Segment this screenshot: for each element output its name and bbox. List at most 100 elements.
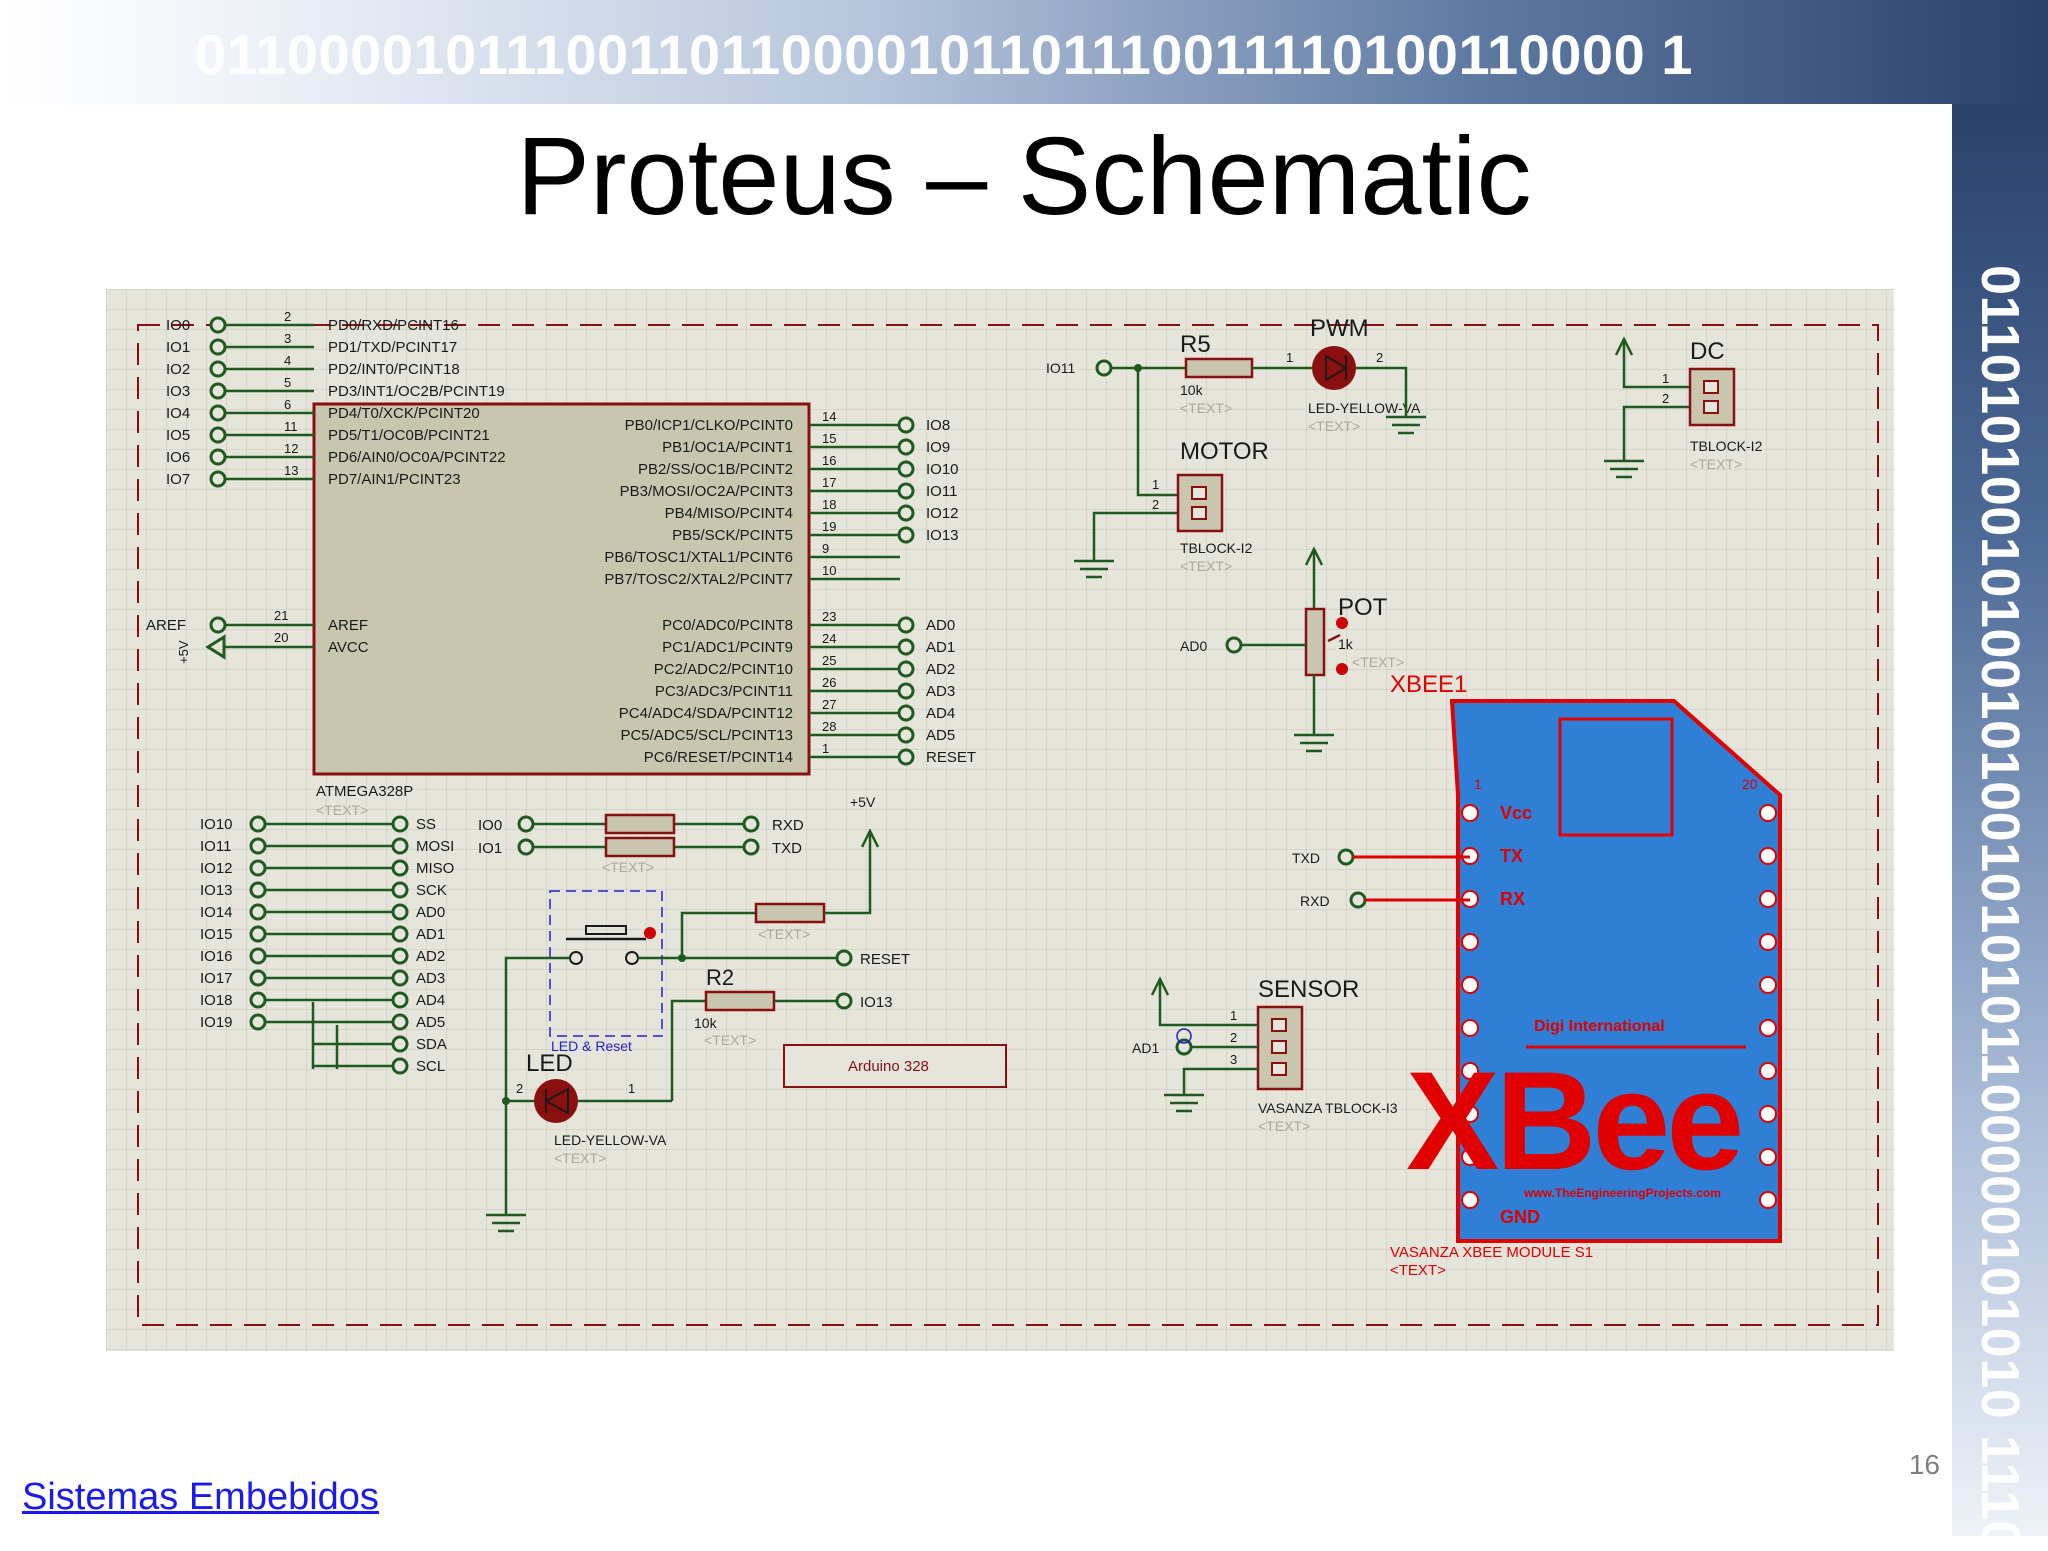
xbee-part-label: VASANZA XBEE MODULE S1 bbox=[1390, 1244, 1593, 1261]
mcu-right-pin-terminal bbox=[897, 682, 915, 700]
header-right-terminal bbox=[391, 969, 409, 987]
mcu-right-pin-number: 16 bbox=[822, 453, 836, 468]
serial-out1-label: TXD bbox=[772, 840, 802, 857]
xbee-right-pin bbox=[1759, 1191, 1777, 1209]
header-left-label: IO10 bbox=[200, 816, 233, 833]
serial-out0-terminal bbox=[742, 815, 760, 833]
serial-resistor-1 bbox=[604, 836, 676, 858]
mcu-right-pin-number: 25 bbox=[822, 653, 836, 668]
pot-ground-symbol bbox=[1294, 733, 1334, 753]
pot-vcc-arrow bbox=[1304, 546, 1324, 566]
dc-block: DC 1 2 TBLOCK-I2 <TEXT> bbox=[1604, 336, 1763, 479]
mcu-left-pin-number: 6 bbox=[284, 397, 291, 412]
serial-in1-terminal bbox=[517, 838, 535, 856]
header-right-terminal bbox=[391, 925, 409, 943]
footer-course-link[interactable]: Sistemas Embebidos bbox=[22, 1476, 379, 1518]
mcu-left-pin-name: PD3/INT1/OC2B/PCINT19 bbox=[328, 383, 505, 400]
header-right-label: AD0 bbox=[416, 904, 445, 921]
r2-text-label: <TEXT> bbox=[704, 1032, 756, 1048]
motor-terminal-block bbox=[1176, 473, 1224, 533]
header-left-label: IO16 bbox=[200, 948, 233, 965]
mcu-right-pin-name: PB1/OC1A/PCINT1 bbox=[662, 439, 793, 456]
r5-value-label: 10k bbox=[1180, 382, 1204, 398]
motor-pin1-label: 1 bbox=[1152, 477, 1159, 492]
led-to-r2-wire bbox=[670, 999, 706, 1101]
slide-title: Proteus – Schematic bbox=[516, 115, 1532, 238]
mcu-right-pin-name: PC1/ADC1/PCINT9 bbox=[662, 639, 793, 656]
header-left-label: IO15 bbox=[200, 926, 233, 943]
pwm-led-ref-label: PWM bbox=[1310, 315, 1369, 342]
header-left-label: IO12 bbox=[200, 860, 233, 877]
sensor-cursor-mark bbox=[1176, 1028, 1192, 1044]
dc-part-label: TBLOCK-I2 bbox=[1690, 438, 1763, 454]
avcc-net-label: +5V bbox=[176, 640, 191, 664]
mcu-right-pin-number: 9 bbox=[822, 541, 829, 556]
mcu-left-pin-name: PD0/RXD/PCINT16 bbox=[328, 317, 459, 334]
mcu-right-pin-name: PB2/SS/OC1B/PCINT2 bbox=[638, 461, 793, 478]
r2-resistor bbox=[704, 990, 776, 1012]
xbee-left-pin bbox=[1461, 933, 1479, 951]
xbee-module: XBEE1 1 20 Vcc TX RX GND Digi Internatio… bbox=[1292, 671, 1782, 1279]
aref-pin-name: AREF bbox=[328, 617, 368, 634]
pot-body bbox=[1304, 607, 1326, 677]
dc-pin1-wire bbox=[1622, 339, 1690, 389]
mcu-right-pin-name: PC5/ADC5/SCL/PCINT13 bbox=[620, 727, 793, 744]
dc-pin2-label: 2 bbox=[1662, 391, 1669, 406]
led-part-label: LED-YELLOW-VA bbox=[554, 1132, 667, 1148]
header-right-terminal bbox=[391, 815, 409, 833]
xbee-rx-label: RX bbox=[1500, 889, 1525, 909]
pullup-to-vcc-wire bbox=[824, 831, 872, 915]
xbee-left-pin bbox=[1461, 1191, 1479, 1209]
io13-terminal bbox=[835, 992, 853, 1010]
mcu-right-pin-name: PC6/RESET/PCINT14 bbox=[644, 749, 793, 766]
r5-ref-label: R5 bbox=[1180, 331, 1211, 358]
mcu-right-net-label: IO8 bbox=[926, 417, 950, 434]
atmega328p-chip: ATMEGA328P <TEXT> IO02PD0/RXD/PCINT16IO1… bbox=[166, 309, 976, 818]
mcu-right-net-label: RESET bbox=[926, 749, 976, 766]
mcu-right-net-label: AD5 bbox=[926, 727, 955, 744]
xbee-right-pin bbox=[1759, 1148, 1777, 1166]
header-right-label: SCL bbox=[416, 1058, 445, 1075]
xbee-ref-label: XBEE1 bbox=[1390, 671, 1467, 698]
header-left-label: IO13 bbox=[200, 882, 233, 899]
mcu-right-pin-name: PB0/ICP1/CLKO/PCINT0 bbox=[625, 417, 793, 434]
dc-ref-label: DC bbox=[1690, 338, 1725, 365]
pwm-led-body bbox=[1312, 346, 1356, 390]
xbee-antenna-area bbox=[1558, 717, 1674, 837]
header-left-terminal bbox=[249, 837, 267, 855]
mcu-right-pin-name: PC0/ADC0/PCINT8 bbox=[662, 617, 793, 634]
mcu-right-pin-number: 23 bbox=[822, 609, 836, 624]
serial-in1-label: IO1 bbox=[478, 840, 502, 857]
header-right-terminal bbox=[391, 1035, 409, 1053]
mcu-right-pin-terminal bbox=[897, 638, 915, 656]
side-binary-text: 01101010010100101001010101100000101010 1… bbox=[1970, 265, 2030, 1551]
aref-avcc-pins: AREF 21 AREF +5V 20 AVCC bbox=[146, 608, 369, 664]
header-right-terminal bbox=[391, 881, 409, 899]
vcc-label: +5V bbox=[850, 794, 876, 810]
chip-part-label: ATMEGA328P bbox=[316, 783, 413, 800]
mcu-left-net-label: IO2 bbox=[166, 361, 190, 378]
mcu-right-net-label: AD1 bbox=[926, 639, 955, 656]
mcu-right-net-label: AD2 bbox=[926, 661, 955, 678]
dc-ground-symbol bbox=[1604, 459, 1644, 479]
sensor-screw-1 bbox=[1271, 1018, 1287, 1032]
motor-pin1-wire bbox=[1136, 368, 1178, 497]
pot-text-label: <TEXT> bbox=[1352, 654, 1404, 670]
mcu-right-pin-name: PB5/SCK/PCINT5 bbox=[672, 527, 793, 544]
mcu-right-pin-number: 26 bbox=[822, 675, 836, 690]
header-right-label: AD4 bbox=[416, 992, 445, 1009]
header-right-terminal bbox=[391, 1013, 409, 1031]
mcu-right-net-label: IO11 bbox=[926, 483, 957, 500]
mcu-right-pin-terminal bbox=[897, 460, 915, 478]
pwm-led-to-ground-wire bbox=[1356, 366, 1408, 417]
xbee-rxd-terminal bbox=[1349, 891, 1367, 909]
header-left-terminal bbox=[249, 859, 267, 877]
led-symbol bbox=[543, 1087, 569, 1115]
mcu-right-pin-terminal bbox=[897, 482, 915, 500]
mcu-right-pin-number: 27 bbox=[822, 697, 836, 712]
xbee-right-pin bbox=[1759, 847, 1777, 865]
xbee-left-pin bbox=[1461, 1062, 1479, 1080]
serial-out1-terminal bbox=[742, 838, 760, 856]
mcu-left-pin-terminal bbox=[209, 360, 227, 378]
xbee-rxd-net-label: RXD bbox=[1300, 893, 1330, 909]
